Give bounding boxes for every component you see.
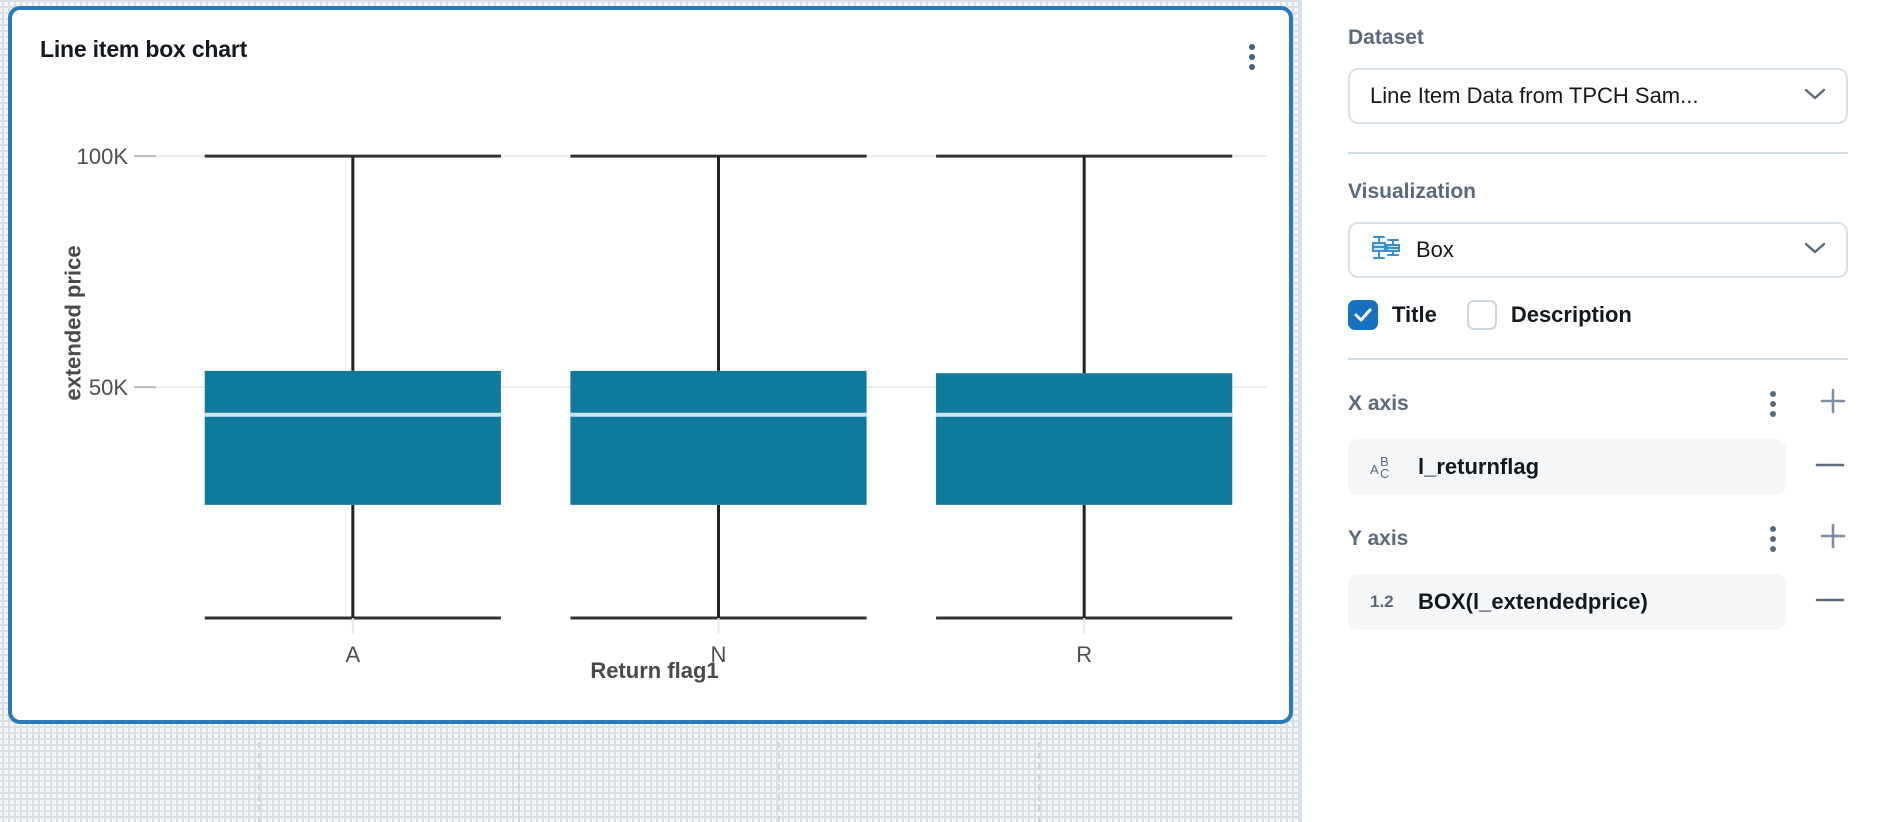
x-axis-field-row: A B C l_returnflag: [1348, 439, 1848, 495]
y-axis-field-row: 1.2 BOX(l_extendedprice): [1348, 574, 1848, 630]
visualization-dropdown-value: Box: [1416, 237, 1454, 262]
kebab-menu-icon[interactable]: [1762, 525, 1784, 552]
visualization-section-label: Visualization: [1348, 180, 1476, 203]
y-axis-section-label: Y axis: [1348, 526, 1409, 550]
canvas-grid-col: [258, 742, 260, 822]
box-plot-svg: 100K 50K A N R: [77, 144, 1267, 667]
visualization-dropdown[interactable]: Box: [1348, 222, 1848, 278]
svg-text:50K: 50K: [89, 375, 128, 400]
canvas-grid-col: [518, 742, 520, 822]
plus-icon[interactable]: [1818, 386, 1848, 421]
visualization-toggles: Title Description: [1348, 300, 1848, 330]
plus-icon[interactable]: [1818, 521, 1848, 556]
kebab-menu-icon[interactable]: [1241, 42, 1263, 72]
minus-icon[interactable]: [1814, 458, 1846, 477]
svg-text:C: C: [1380, 466, 1389, 480]
minus-icon[interactable]: [1814, 593, 1846, 612]
y-axis-field-chip[interactable]: 1.2 BOX(l_extendedprice): [1348, 574, 1786, 630]
svg-text:R: R: [1076, 642, 1092, 667]
x-axis-field-label: l_returnflag: [1418, 454, 1540, 479]
number-1-2-icon: 1.2: [1370, 592, 1394, 611]
x-axis-title: Return flag1: [590, 658, 719, 683]
section-divider: [1348, 152, 1848, 154]
canvas-grid-col: [778, 742, 780, 822]
title-checkbox-label: Title: [1392, 302, 1437, 327]
y-axis-header: Y axis: [1348, 521, 1848, 556]
description-checkbox[interactable]: Description: [1466, 300, 1662, 330]
dataset-section-label: Dataset: [1348, 26, 1424, 49]
checkbox-checked-icon: [1348, 300, 1378, 330]
chart-title: Line item box chart: [40, 36, 248, 62]
kebab-menu-icon[interactable]: [1762, 390, 1784, 417]
box-plot: 100K 50K A N R extended price Return flag1: [12, 10, 1289, 720]
canvas-grid-col: [1038, 742, 1040, 822]
abc-string-icon: A B C: [1370, 454, 1400, 481]
svg-text:B: B: [1380, 454, 1389, 469]
box-plot-icon: [1370, 233, 1404, 268]
dataset-dropdown-value: Line Item Data from TPCH Sam...: [1370, 83, 1699, 108]
x-axis-header: X axis: [1348, 386, 1848, 421]
x-axis-field-chip[interactable]: A B C l_returnflag: [1348, 439, 1786, 495]
description-checkbox-label: Description: [1510, 302, 1632, 327]
canvas-grid-row: [8, 736, 1292, 822]
svg-text:A: A: [345, 642, 360, 667]
settings-panel: Dataset Line Item Data from TPCH Sam... …: [1300, 0, 1894, 822]
dashboard-canvas: Line item box chart 100K 50K A N R extended …: [0, 0, 1300, 822]
chevron-down-icon: [1804, 87, 1826, 106]
x-axis-section-label: X axis: [1348, 391, 1409, 415]
dataset-dropdown[interactable]: Line Item Data from TPCH Sam...: [1348, 68, 1848, 124]
title-checkbox[interactable]: Title: [1348, 300, 1467, 330]
svg-text:N: N: [711, 642, 727, 667]
svg-text:100K: 100K: [77, 144, 129, 169]
svg-text:A: A: [1370, 462, 1379, 477]
section-divider: [1348, 358, 1848, 360]
chart-card[interactable]: Line item box chart 100K 50K A N R extended …: [8, 6, 1293, 724]
chevron-down-icon: [1804, 241, 1826, 260]
y-axis-field-label: BOX(l_extendedprice): [1418, 589, 1648, 614]
checkbox-unchecked-icon: [1466, 300, 1497, 330]
y-axis-title: extended price: [60, 245, 86, 401]
